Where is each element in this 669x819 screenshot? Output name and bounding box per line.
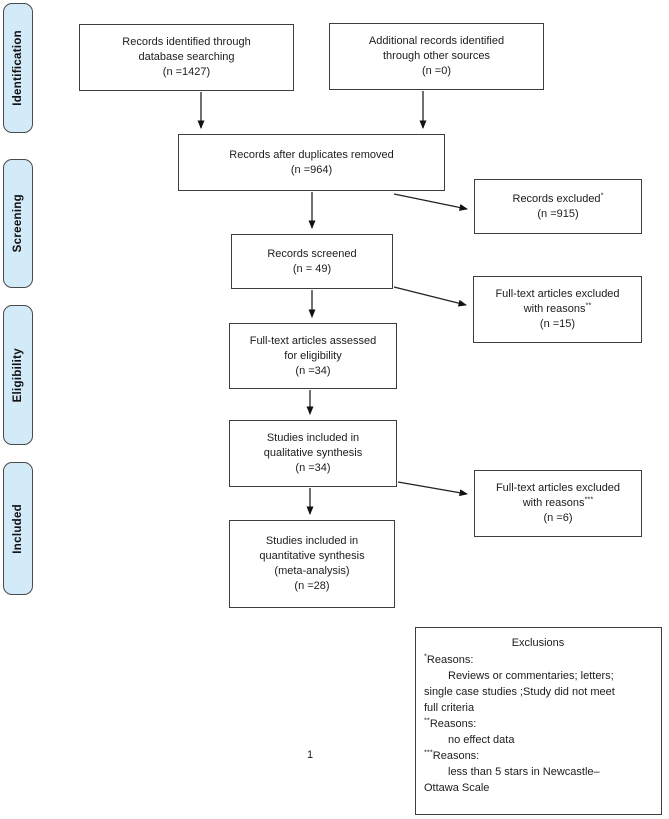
box-records-excluded-line1: Records excluded* <box>512 189 604 207</box>
reason2-asterisks: ** <box>424 715 430 725</box>
box-quantitative-line3: (meta-analysis) <box>274 565 350 577</box>
box-records-screened-line1: Records screened <box>267 247 357 260</box>
box-additional-records-line2: through other sources <box>382 50 490 62</box>
box-fulltext-excluded-reasons2-line2: with reasons** <box>523 300 592 317</box>
box-fulltext-excluded-reasons3: Full-text articles excluded with reasons… <box>474 470 642 537</box>
exclusions-reason1-text1: Reviews or commentaries; letters; <box>448 670 614 682</box>
fulltext-excluded-reasons3-text: with reasons <box>522 497 585 509</box>
stage-identification-label: Identification <box>12 30 24 106</box>
records-excluded-asterisk: * <box>600 189 604 199</box>
box-qualitative-line2: qualitative synthesis <box>263 447 363 459</box>
box-qualitative-synthesis: Studies included in qualitative synthesi… <box>229 420 397 487</box>
reason1-heading-text: Reasons: <box>426 654 474 666</box>
box-fulltext-excluded-reasons3-line1: Full-text articles excluded <box>495 482 621 494</box>
arrow-screened-to-fulltext-excluded <box>393 286 467 307</box>
exclusions-reason3-text2: Ottawa Scale <box>424 782 490 794</box>
exclusions-note-box: Exclusions *Reasons: Reviews or commenta… <box>415 627 662 815</box>
box-fulltext-assessed-count: (n =34) <box>295 364 331 377</box>
box-fulltext-excluded-reasons2-line1: Full-text articles excluded <box>495 288 620 300</box>
box-fulltext-assessed-line1: Full-text articles assessed <box>249 334 377 347</box>
stage-included-label: Included <box>12 503 24 554</box>
box-fulltext-assessed: Full-text articles assessed for eligibil… <box>229 323 397 389</box>
stage-eligibility-label: Eligibility <box>12 347 24 403</box>
box-records-screened-count: (n = 49) <box>292 262 332 275</box>
reason3-heading-text: Reasons: <box>432 750 480 762</box>
fulltext-excluded-reasons3-asterisks: *** <box>584 494 594 504</box>
arrow-duplicates-to-excluded <box>393 193 468 211</box>
box-fulltext-excluded-reasons2-count: (n =15) <box>539 318 576 330</box>
box-fulltext-excluded-reasons3-line2: with reasons*** <box>522 494 594 511</box>
box-fulltext-excluded-reasons3-count: (n =6) <box>543 512 573 524</box>
stage-screening: Screening <box>3 159 33 288</box>
reason1-asterisk: * <box>424 651 427 661</box>
stage-included: Included <box>3 462 33 595</box>
stage-identification: Identification <box>3 3 33 133</box>
box-records-identified-count: (n =1427) <box>162 66 211 78</box>
exclusions-reason1-heading: *Reasons: <box>424 652 652 668</box>
box-additional-records: Additional records identified through ot… <box>329 23 544 90</box>
box-duplicates-removed: Records after duplicates removed (n =964… <box>178 134 445 191</box>
box-duplicates-removed-count: (n =964) <box>290 163 333 176</box>
box-additional-records-line1: Additional records identified <box>368 35 505 47</box>
exclusions-reason3-text1: less than 5 stars in Newcastle– <box>448 766 600 778</box>
box-records-excluded-text: Records excluded <box>512 192 601 205</box>
fulltext-excluded-reasons2-asterisks: ** <box>585 300 592 310</box>
box-qualitative-count: (n =34) <box>295 462 331 474</box>
exclusions-reason3-heading: ***Reasons: <box>424 748 652 764</box>
page-number: 1 <box>306 749 314 761</box>
exclusions-reason1-text2: single case studies ;Study did not meet <box>424 686 615 698</box>
box-records-identified-line2: database searching <box>138 51 235 63</box>
box-quantitative-synthesis: Studies included in quantitative synthes… <box>229 520 395 608</box>
box-quantitative-line1: Studies included in <box>265 535 359 547</box>
box-duplicates-removed-line1: Records after duplicates removed <box>229 148 394 161</box>
stage-screening-label: Screening <box>12 194 24 253</box>
box-records-identified-line1: Records identified through <box>122 36 251 48</box>
box-quantitative-line2: quantitative synthesis <box>259 550 365 562</box>
box-quantitative-count: (n =28) <box>294 580 330 592</box>
exclusions-title: Exclusions <box>511 637 565 649</box>
exclusions-reason2-text1: no effect data <box>448 734 515 746</box>
reason3-asterisks: *** <box>424 747 433 757</box>
box-qualitative-line1: Studies included in <box>266 432 360 444</box>
box-fulltext-assessed-line2: for eligibility <box>284 349 342 362</box>
box-records-excluded-count: (n =915) <box>537 207 579 220</box>
exclusions-reason2-heading: **Reasons: <box>424 716 652 732</box>
fulltext-excluded-reasons2-text: with reasons <box>523 303 586 315</box>
box-records-identified: Records identified through database sear… <box>79 24 294 91</box>
box-additional-records-count: (n =0) <box>421 65 452 77</box>
exclusions-reason1-text3: full criteria <box>424 702 475 714</box>
arrow-qualitative-to-fulltext-excluded <box>397 481 468 497</box>
reason2-heading-text: Reasons: <box>429 718 477 730</box>
stage-eligibility: Eligibility <box>3 305 33 445</box>
box-records-excluded: Records excluded* (n =915) <box>474 179 642 234</box>
box-records-screened: Records screened (n = 49) <box>231 234 393 289</box>
box-fulltext-excluded-reasons2: Full-text articles excluded with reasons… <box>473 276 642 343</box>
